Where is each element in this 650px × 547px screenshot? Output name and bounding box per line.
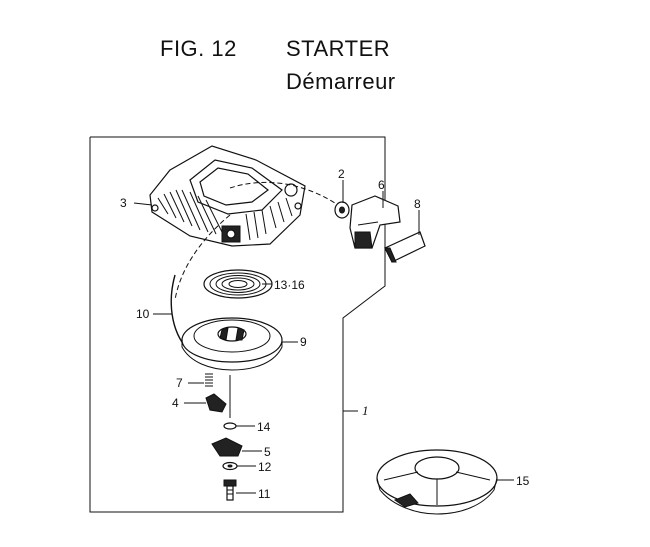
callout-1: 1 bbox=[362, 403, 369, 418]
friction-plate-part bbox=[211, 437, 243, 457]
callout-13-16: 13·16 bbox=[274, 278, 305, 292]
ratchet-pawl-part bbox=[205, 393, 227, 413]
pawl-spring-part bbox=[205, 373, 213, 387]
callout-4: 4 bbox=[172, 396, 179, 410]
starter-cup-part bbox=[376, 449, 498, 515]
assembly-frame bbox=[89, 136, 386, 513]
figure-title: STARTER bbox=[286, 36, 391, 61]
figure-number: FIG. 12 bbox=[160, 36, 237, 61]
rope-path-dashed bbox=[174, 181, 339, 301]
starter-handle-part bbox=[349, 195, 401, 249]
callout-8: 8 bbox=[414, 197, 421, 211]
rope-bushing-part bbox=[334, 201, 350, 219]
callout-10: 10 bbox=[136, 307, 150, 321]
recoil-spring-part bbox=[203, 269, 273, 299]
callout-14: 14 bbox=[257, 420, 271, 434]
callout-5: 5 bbox=[264, 445, 271, 459]
callout-2: 2 bbox=[338, 167, 345, 181]
starter-pulley-part bbox=[181, 317, 283, 371]
callout-12: 12 bbox=[258, 460, 272, 474]
callout-9: 9 bbox=[300, 335, 307, 349]
callout-3: 3 bbox=[120, 196, 127, 210]
center-bolt-part bbox=[223, 479, 237, 501]
starter-housing-part bbox=[149, 145, 306, 247]
washer-part bbox=[223, 422, 237, 430]
figure-subtitle: Démarreur bbox=[286, 69, 396, 94]
callout-11: 11 bbox=[258, 487, 271, 501]
small-washer-part bbox=[222, 461, 238, 471]
callout-6: 6 bbox=[378, 178, 385, 192]
handle-insert-part bbox=[384, 231, 426, 263]
callout-15: 15 bbox=[516, 474, 530, 488]
callout-7: 7 bbox=[176, 376, 183, 390]
leader-lines bbox=[133, 180, 514, 494]
